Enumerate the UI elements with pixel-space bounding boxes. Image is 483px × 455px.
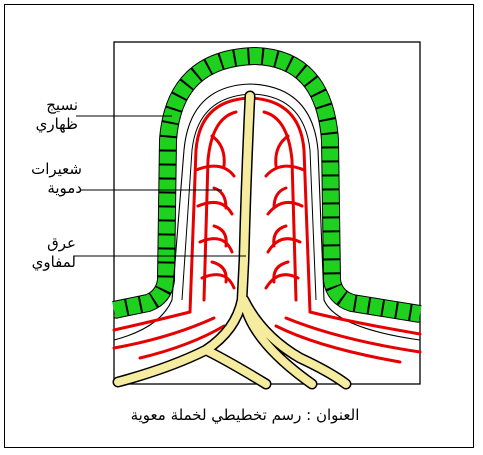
capillary-cross-4 — [202, 275, 298, 288]
capillary-mesh-right — [274, 136, 288, 282]
lacteal-label-line-1: عرق — [24, 234, 76, 253]
capillaries-label-line-1: شعيرات — [24, 160, 82, 179]
lacteal-label: عرق لمفاوي — [24, 234, 76, 272]
figure-caption: العنوان : رسم تخطيطي لخملة معوية — [60, 405, 430, 425]
epithelium-label-line-2: ظهاري — [24, 115, 78, 134]
capillary-right — [264, 112, 296, 300]
capillaries-label: شعيرات دموية — [24, 160, 82, 198]
capillary-left — [204, 112, 236, 300]
epithelium-cells — [114, 56, 420, 314]
epithelium-label-line-1: نسيج — [24, 96, 78, 115]
capillary-mesh-left — [212, 136, 226, 282]
epithelium-label: نسيج ظهاري — [24, 96, 78, 134]
capillaries-label-line-2: دموية — [24, 179, 82, 198]
epithelium-layer — [114, 56, 420, 314]
lacteal-label-line-2: لمفاوي — [24, 253, 76, 272]
